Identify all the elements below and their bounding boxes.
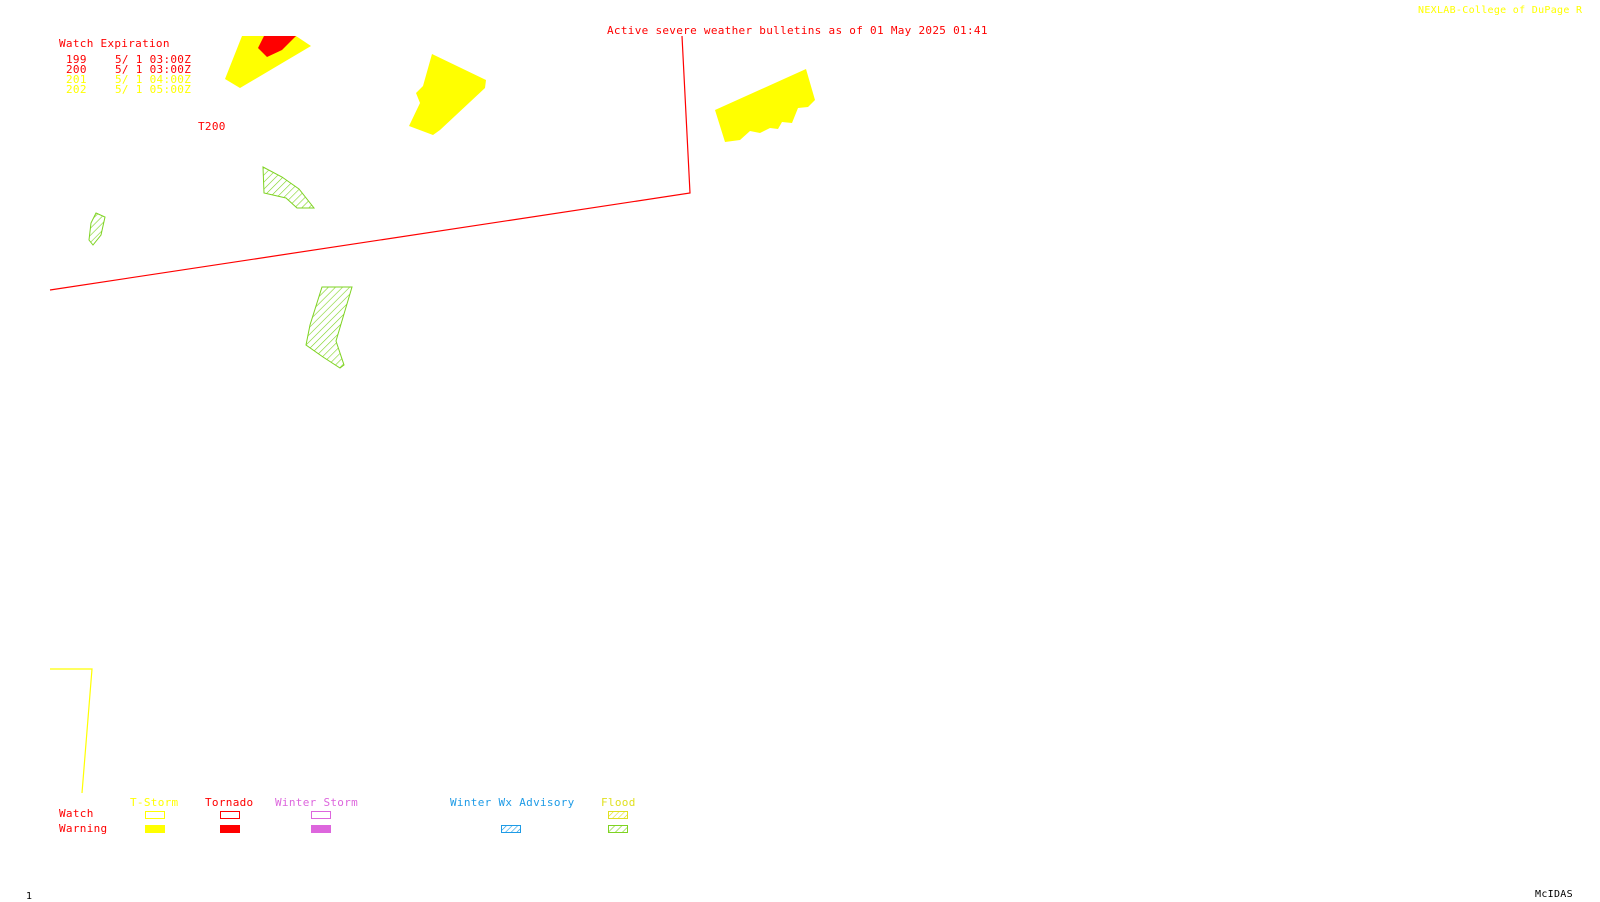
legend-swatch-tstorm-warning xyxy=(145,825,165,833)
legend-row-watch: Watch xyxy=(59,807,94,820)
watch-number: 202 xyxy=(66,83,87,96)
watch-number: 200 xyxy=(66,63,87,76)
watch-expires: 5/ 1 03:00Z xyxy=(115,53,192,66)
watch-expiration-heading: Watch Expiration xyxy=(59,37,170,50)
legend-swatch-flood-warning xyxy=(608,825,628,833)
legend-swatch-flood-watch xyxy=(608,811,628,819)
legend-label-tstorm: T-Storm xyxy=(130,796,179,809)
credit-text: NEXLAB-College of DuPage R xyxy=(1418,5,1583,16)
legend-swatch-winter-storm-warning xyxy=(311,825,331,833)
watch-expires: 5/ 1 04:00Z xyxy=(115,73,192,86)
legend-swatch-winter-wx-advisory xyxy=(501,825,521,833)
legend-row-warning: Warning xyxy=(59,822,108,835)
tornado-warning-polygon xyxy=(258,36,296,57)
legend-swatch-winter-storm-watch xyxy=(311,811,331,819)
legend-label-winter-storm: Winter Storm xyxy=(275,796,359,809)
tornado-watch-boundary xyxy=(49,35,691,291)
legend-label-tornado: Tornado xyxy=(205,796,254,809)
flood-warning-polygon xyxy=(88,212,106,246)
software-label: McIDAS xyxy=(1535,889,1573,900)
legend-label-winter-wx-advisory: Winter Wx Advisory xyxy=(450,796,575,809)
tstorm-warning-polygon xyxy=(715,69,815,142)
watch-number: 199 xyxy=(66,53,87,66)
watch-expires: 5/ 1 05:00Z xyxy=(115,83,192,96)
frame-number: 1 xyxy=(26,891,33,902)
flood-warning-polygon xyxy=(262,166,316,209)
tstorm-watch-boundary xyxy=(50,668,93,794)
legend-swatch-tornado-watch xyxy=(220,811,240,819)
watch-number: 201 xyxy=(66,73,87,86)
legend-swatch-tstorm-watch xyxy=(145,811,165,819)
bulletin-title: Active severe weather bulletins as of 01… xyxy=(607,24,988,37)
watch-expires: 5/ 1 03:00Z xyxy=(115,63,192,76)
watch-label: T200 xyxy=(198,120,226,133)
flood-warning-polygon xyxy=(305,286,353,369)
legend-swatch-tornado-warning xyxy=(220,825,240,833)
legend-label-flood: Flood xyxy=(601,796,636,809)
tstorm-warning-polygon xyxy=(225,36,311,88)
tstorm-warning-polygon xyxy=(409,54,486,135)
